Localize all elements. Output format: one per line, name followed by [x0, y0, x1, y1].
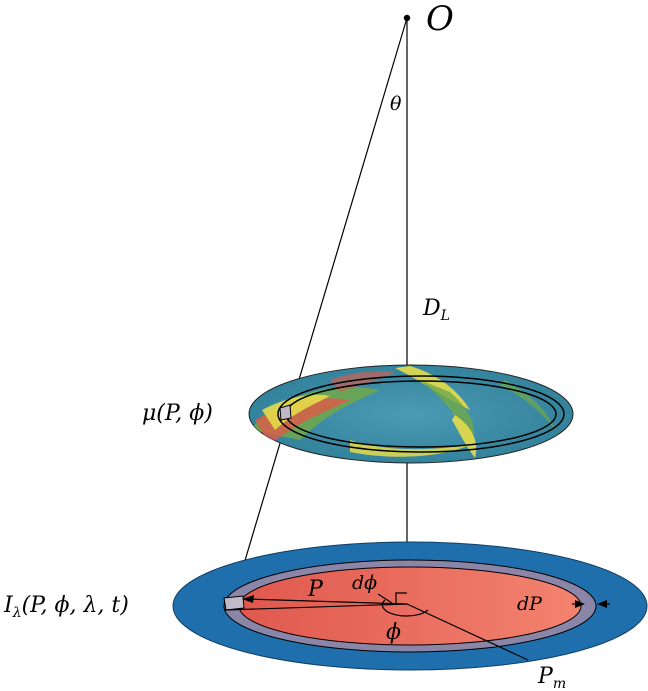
observer-point — [403, 14, 411, 22]
dphi-label: dϕ — [352, 572, 377, 594]
phi-label: ϕ — [386, 620, 401, 645]
ray-line — [231, 17, 408, 605]
angle-label: θ — [390, 93, 402, 115]
radius-label: P — [307, 577, 324, 602]
distance-label: DL — [422, 296, 450, 324]
magnification-label: μ(P, ϕ) — [142, 401, 213, 426]
intensity-label: Iλ(P, ϕ, λ, t) — [3, 593, 129, 621]
pmax-label: Pm — [537, 664, 566, 691]
observer-label: O — [426, 0, 454, 39]
source-plane — [172, 541, 648, 671]
dP-label: dP — [517, 593, 543, 615]
lens-plane — [248, 364, 574, 464]
